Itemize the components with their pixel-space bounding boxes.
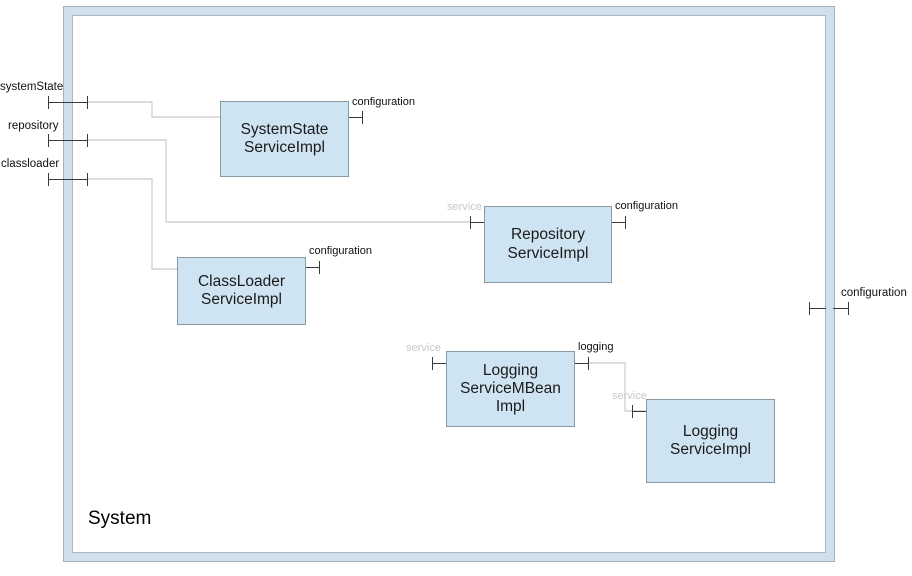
component-systemStateServiceImpl[interactable]: SystemState ServiceImpl: [220, 101, 349, 177]
component-name-line: Impl: [495, 398, 526, 416]
component-name-line: ServiceImpl: [670, 441, 751, 458]
component-loggingServiceMBeanImpl[interactable]: Logging ServiceMBean Impl: [446, 351, 575, 427]
port-label-cls-configuration: configuration: [309, 245, 372, 257]
port-label-ls-service: service: [612, 390, 647, 402]
component-loggingServiceImpl[interactable]: Logging ServiceImpl: [646, 399, 775, 483]
port-label-rs-configuration: configuration: [615, 200, 678, 212]
port-label-lsm-service: service: [406, 342, 441, 354]
port-label-rs-service: service: [447, 201, 482, 213]
component-name-line: SystemState: [240, 120, 329, 138]
boundary-port-label-repository: repository: [8, 120, 59, 132]
boundary-port-label-classloader: classloader: [1, 158, 60, 170]
component-name-line: ServiceImpl: [244, 139, 325, 156]
component-classLoaderServiceImpl[interactable]: ClassLoader ServiceImpl: [177, 257, 306, 325]
component-name-line: ServiceImpl: [507, 244, 589, 262]
port-label-lsm-logging: logging: [578, 341, 614, 353]
boundary-port-label-configuration: configuration: [841, 287, 907, 299]
component-name-line: ClassLoader: [197, 272, 286, 290]
component-name-line: ServiceImpl: [201, 291, 282, 308]
component-name-line: Logging: [482, 361, 539, 379]
component-name-line: ServiceMBean: [460, 379, 561, 397]
system-boundary-label: System: [88, 508, 152, 529]
component-name-line: Logging: [682, 422, 739, 440]
component-repositoryServiceImpl[interactable]: Repository ServiceImpl: [484, 206, 612, 283]
component-name-line: Repository: [510, 226, 586, 244]
boundary-port-label-systemState: systemState: [0, 81, 64, 93]
port-label-sss-configuration: configuration: [352, 96, 415, 108]
